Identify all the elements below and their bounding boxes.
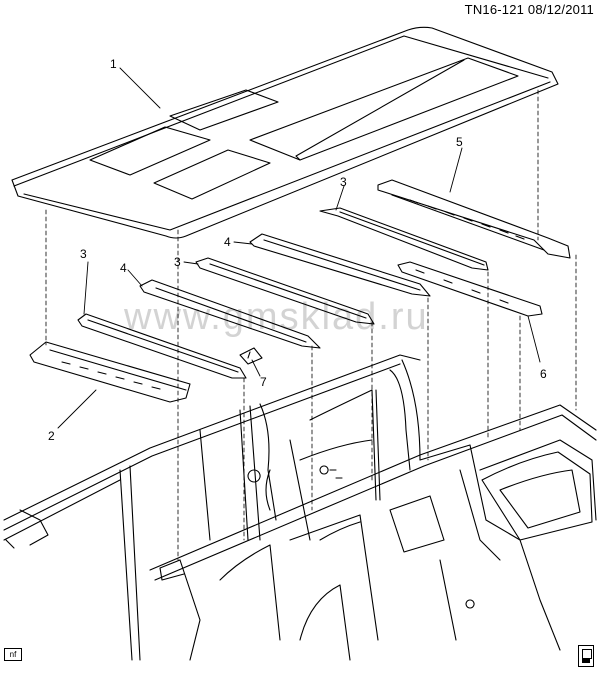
body-side-frame (3, 354, 597, 661)
roof-bow-lower (77, 313, 247, 379)
callout-1: 1 (110, 57, 117, 71)
callout-3-middle: 3 (174, 255, 181, 269)
roof-bow-upper (319, 207, 489, 271)
book-icon (578, 645, 594, 667)
roof-bow-middle (195, 257, 375, 325)
callout-3-lower: 3 (80, 247, 87, 261)
roof-bow-rear (397, 261, 543, 317)
callout-2: 2 (48, 429, 55, 443)
callout-3-upper: 3 (340, 175, 347, 189)
roof-bow-reinforcement-lower (139, 279, 321, 349)
document-code: TN16-121 08/12/2011 (464, 2, 594, 17)
nf-stamp: nf (4, 648, 22, 661)
roof-bracket (239, 347, 263, 365)
callout-4-upper: 4 (224, 235, 231, 249)
callout-6: 6 (540, 367, 547, 381)
alignment-lines (45, 89, 577, 561)
callout-5: 5 (456, 135, 463, 149)
rear-roof-header (377, 179, 571, 259)
callout-7: 7 (260, 375, 267, 389)
roof-bow-reinforcement-upper (249, 233, 431, 297)
roof-panel (11, 26, 559, 239)
leader-lines (57, 67, 541, 429)
callout-4-lower: 4 (120, 261, 127, 275)
front-roof-header (29, 341, 191, 403)
